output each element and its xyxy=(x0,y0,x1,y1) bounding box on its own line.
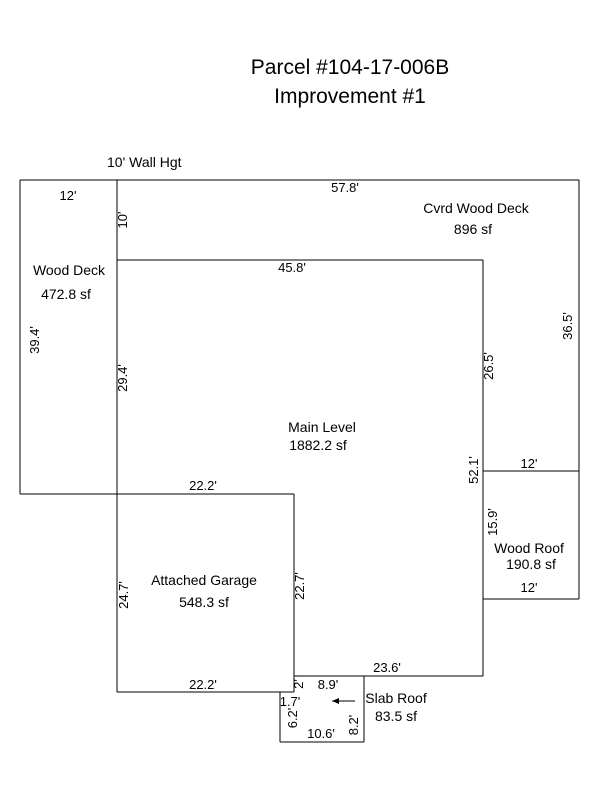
slab-roof-area: 83.5 sf xyxy=(375,708,417,724)
cvrd-wood-deck-name: Cvrd Wood Deck xyxy=(423,200,530,216)
wood-deck-name: Wood Deck xyxy=(33,262,106,278)
attached-garage-area: 548.3 sf xyxy=(179,594,229,610)
main-level-area: 1882.2 sf xyxy=(289,437,347,453)
dim-main-right-upper: 26.5' xyxy=(481,352,496,380)
dim-wood-deck-height: 39.4' xyxy=(27,326,42,354)
dim-top-left-width: 12' xyxy=(60,188,77,203)
dim-wood-roof-bottom: 12' xyxy=(521,580,538,595)
dim-main-top: 45.8' xyxy=(278,260,306,275)
dim-deck-depth: 10' xyxy=(115,212,130,229)
main-level-name: Main Level xyxy=(288,419,356,435)
wood-deck-area: 472.8 sf xyxy=(41,286,91,302)
building-outline xyxy=(19,179,580,743)
slab-roof-name: Slab Roof xyxy=(365,690,427,706)
dim-step-small: 2' xyxy=(291,679,306,689)
dim-slab-left-top: 1.7' xyxy=(280,694,301,709)
dim-slab-top: 8.9' xyxy=(318,677,339,692)
dim-garage-top: 22.2' xyxy=(189,478,217,493)
dim-garage-left: 24.7' xyxy=(116,581,131,609)
wood-roof-name: Wood Roof xyxy=(494,540,564,556)
dim-main-right-total: 52.1' xyxy=(466,456,481,484)
dim-main-left: 29.4' xyxy=(115,364,130,392)
dim-slab-left: 6.2' xyxy=(285,708,300,729)
wall-height-label: 10' Wall Hgt xyxy=(107,154,182,170)
dim-main-bottom: 23.6' xyxy=(373,660,401,675)
attached-garage-name: Attached Garage xyxy=(151,572,257,588)
dim-wood-roof-side: 15.9' xyxy=(485,508,500,536)
dim-slab-right: 8.2' xyxy=(346,715,361,736)
dim-slab-bottom: 10.6' xyxy=(307,726,335,741)
improvement-title: Improvement #1 xyxy=(274,85,426,108)
dim-right-outer: 36.5' xyxy=(560,312,575,340)
wood-roof-area: 190.8 sf xyxy=(506,556,556,572)
dim-wood-roof-top: 12' xyxy=(521,456,538,471)
dim-garage-bottom: 22.2' xyxy=(189,677,217,692)
dim-garage-right: 22.7' xyxy=(292,572,307,600)
parcel-title: Parcel #104-17-006B xyxy=(250,56,450,79)
cvrd-wood-deck-area: 896 sf xyxy=(454,221,492,237)
dim-top-width: 57.8' xyxy=(331,180,359,195)
